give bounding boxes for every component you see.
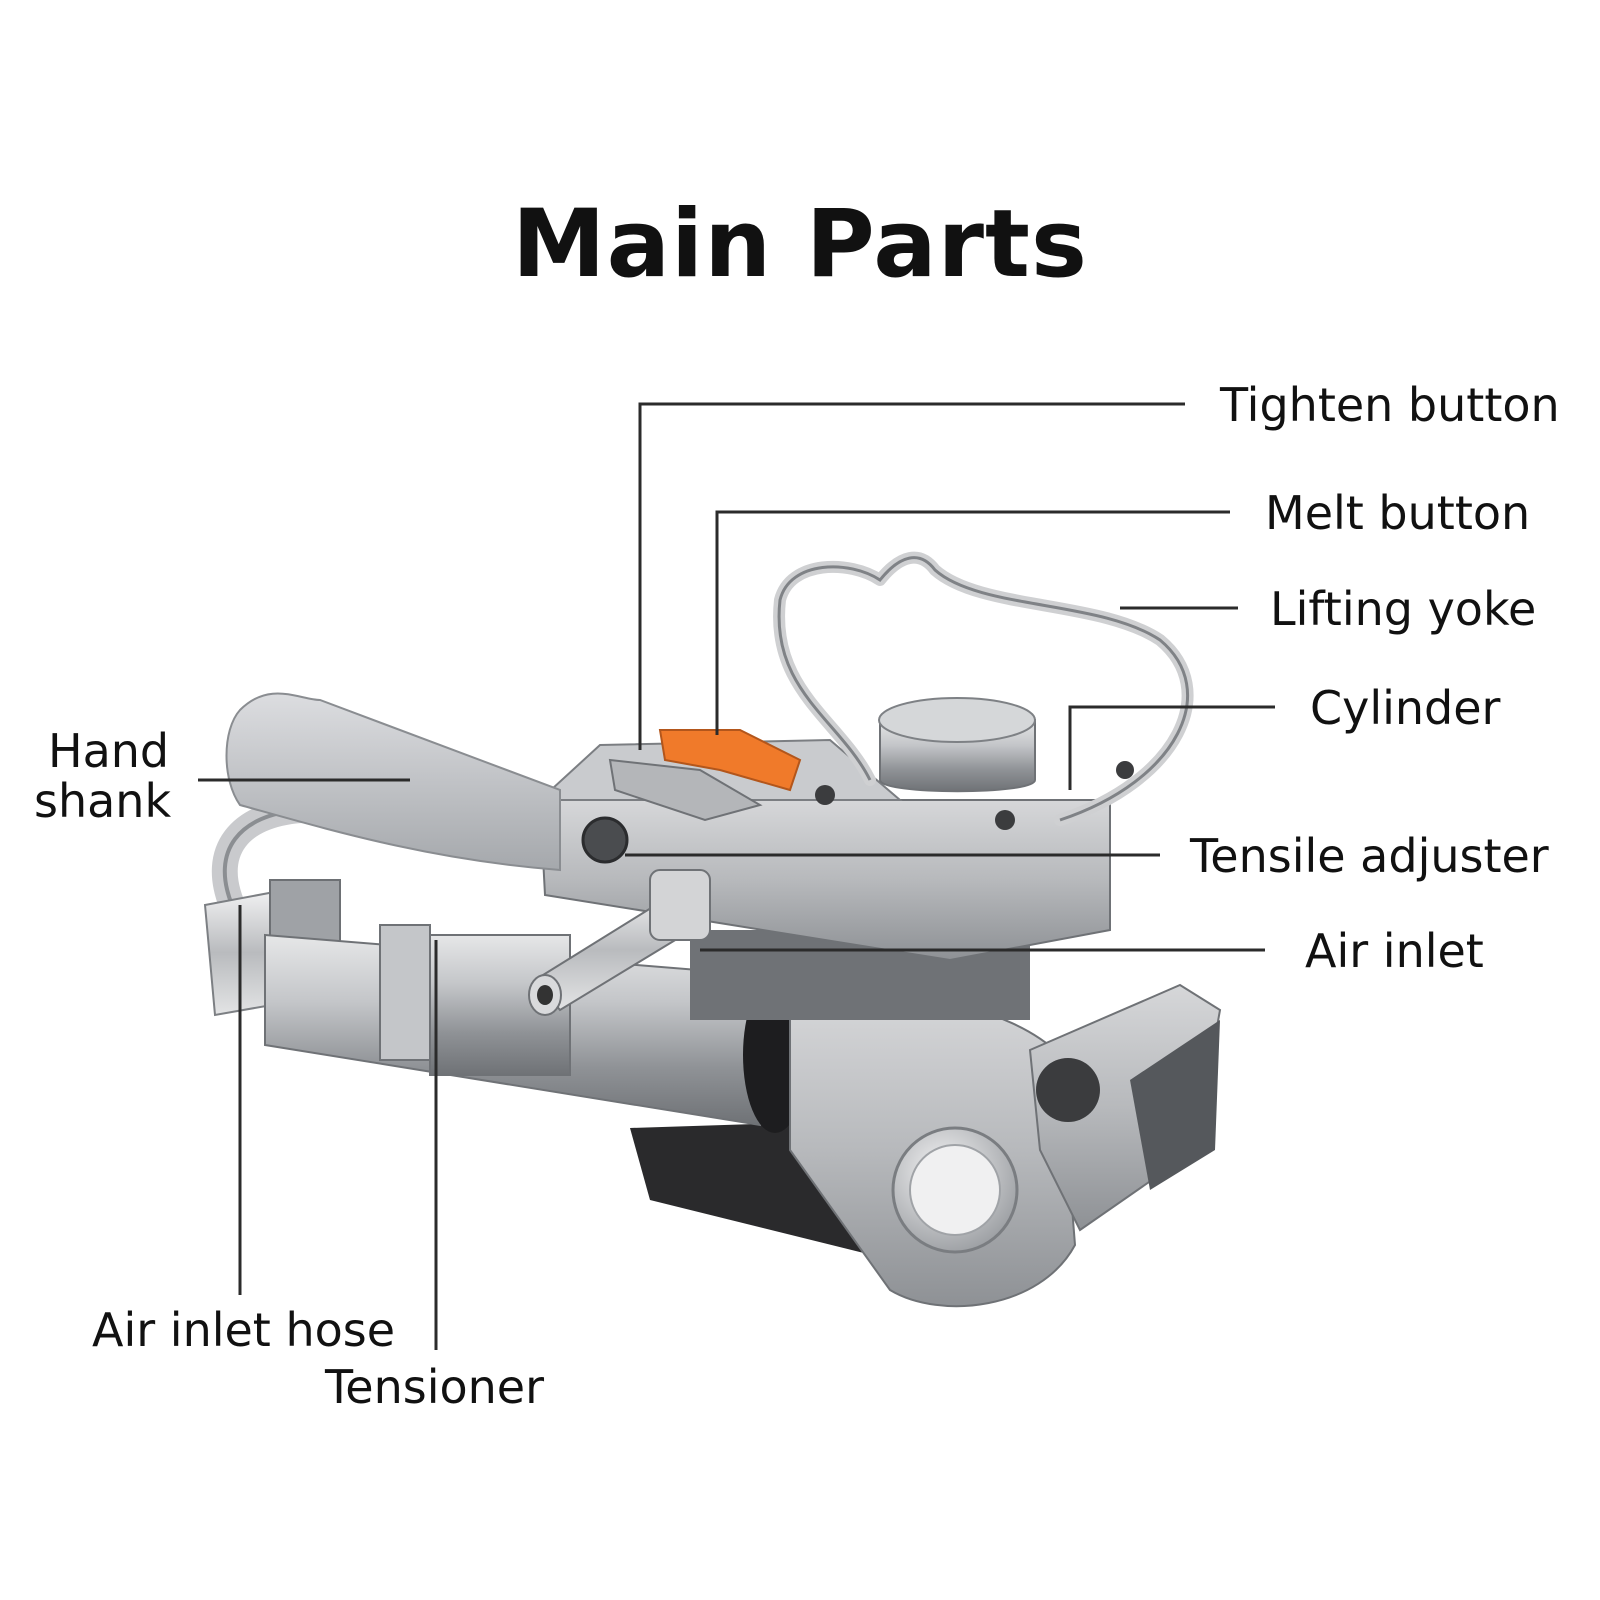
label-air-inlet: Air inlet [1305,924,1484,978]
tighten-lever [608,758,763,822]
label-tensile-adjuster: Tensile adjuster [1190,829,1549,883]
leader-melt [715,510,1230,735]
label-hand-shank-line1: Hand [48,724,170,778]
leader-tighten [638,402,1185,750]
label-hand-shank-line2: shank [34,774,172,828]
upper-head [538,799,1111,962]
label-melt-button: Melt button [1265,486,1531,540]
hand-shank [225,692,561,872]
label-tensioner: Tensioner [325,1360,544,1414]
page-title: Main Parts [512,190,1088,299]
leader-cylinder [1068,705,1275,790]
tensile-adjuster-knob [581,816,629,864]
label-air-inlet-hose: Air inlet hose [92,1303,396,1357]
leader-lines [198,402,1275,1350]
melt-button-tab [658,729,802,792]
label-cylinder: Cylinder [1310,681,1501,735]
label-lifting-yoke: Lifting yoke [1270,582,1537,636]
label-tighten-button: Tighten button [1220,378,1560,432]
